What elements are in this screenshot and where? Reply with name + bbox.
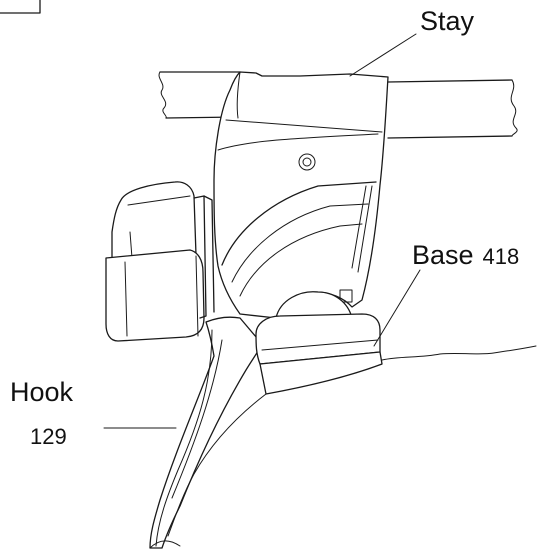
surface-outline <box>149 345 537 549</box>
base-leader <box>373 269 421 347</box>
base-label: Base 418 <box>412 240 519 270</box>
latch-clip <box>105 181 215 342</box>
stay-leader <box>349 33 417 77</box>
base-part-number: 418 <box>483 244 520 269</box>
screw-icon <box>298 153 316 171</box>
stay-bar-right <box>387 79 518 139</box>
hook-arm <box>149 316 263 549</box>
base-label-text: Base <box>412 240 474 270</box>
base-block <box>255 291 383 395</box>
stay-label: Stay <box>420 6 475 36</box>
hook-part-number: 129 <box>30 424 67 449</box>
corner-frame <box>0 0 41 14</box>
stay-plate <box>213 71 389 319</box>
hook-label: Hook <box>10 377 74 407</box>
